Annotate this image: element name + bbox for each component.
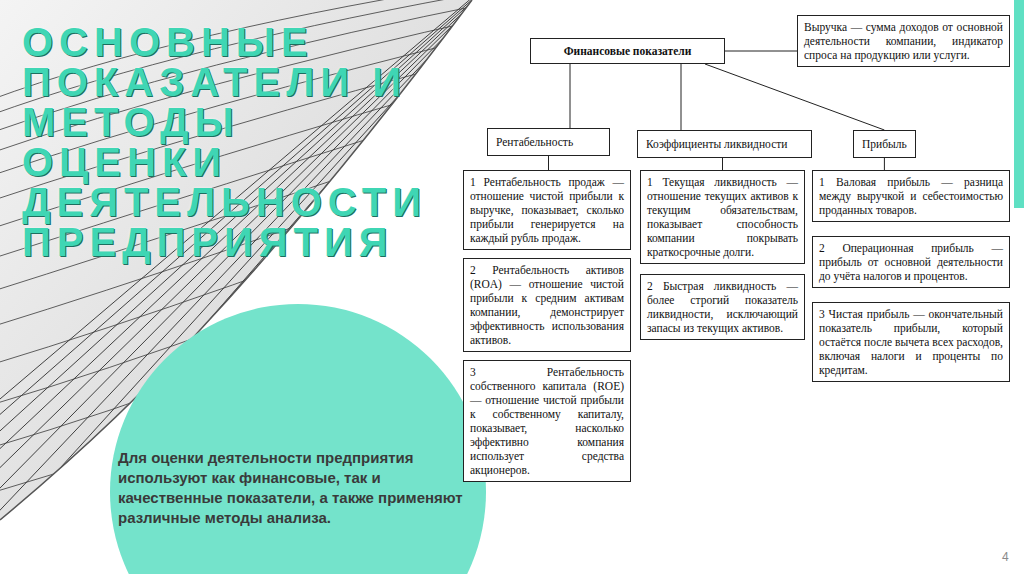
root-box: Финансовые показатели xyxy=(530,38,725,64)
connector-line xyxy=(570,64,571,128)
metric-box: 1 Рентабельность продаж — отношение чист… xyxy=(463,170,631,250)
box-text: 2 Быстрая ликвидность — более строгий по… xyxy=(647,279,798,335)
connector-line xyxy=(548,156,549,170)
metric-box: 3 Чистая прибыль — окончательный показат… xyxy=(812,302,1010,382)
connector-line xyxy=(884,158,885,170)
note-box: Выручка — сумма доходов от основной деят… xyxy=(797,15,1010,67)
box-text: Выручка — сумма доходов от основной деят… xyxy=(804,20,1003,62)
accent-bar xyxy=(1014,0,1024,208)
slide-caption: Для оценки деятельности предприятия испо… xyxy=(118,448,468,528)
box-text: 1 Валовая прибыль — разница между выручк… xyxy=(819,175,1003,217)
box-text: Финансовые показатели xyxy=(537,44,718,58)
connector-line xyxy=(705,64,884,130)
slide-title: ОСНОВНЫЕ ПОКАЗАТЕЛИ И МЕТОДЫ ОЦЕНКИ ДЕЯТ… xyxy=(22,22,442,262)
accent-circle xyxy=(110,304,486,574)
metric-box: 2 Операционная прибыль — прибыль от осно… xyxy=(812,236,1010,288)
page-number: 4 xyxy=(1002,550,1009,564)
category-box: Коэффициенты ликвидности xyxy=(637,130,812,158)
connector-line xyxy=(725,51,797,52)
box-text: 3 Рентабельность собственного капитала (… xyxy=(470,365,624,477)
metric-box: 2 Рентабельность активов (ROA) — отношен… xyxy=(463,258,631,352)
box-text: 2 Рентабельность активов (ROA) — отношен… xyxy=(470,263,624,347)
box-text: Прибыль xyxy=(862,137,907,151)
category-box: Прибыль xyxy=(853,130,916,158)
metric-box: 3 Рентабельность собственного капитала (… xyxy=(463,360,631,482)
box-text: 1 Рентабельность продаж — отношение чист… xyxy=(470,175,624,245)
box-text: 3 Чистая прибыль — окончательный показат… xyxy=(819,307,1003,377)
metric-box: 1 Текущая ликвидность — отношение текущи… xyxy=(640,170,805,264)
box-text: Коэффициенты ликвидности xyxy=(646,137,803,151)
category-box: Рентабельность xyxy=(487,128,610,156)
box-text: 1 Текущая ликвидность — отношение текущи… xyxy=(647,175,798,259)
box-text: 2 Операционная прибыль — прибыль от осно… xyxy=(819,241,1003,283)
metric-box: 2 Быстрая ликвидность — более строгий по… xyxy=(640,274,805,340)
connector-line xyxy=(722,158,723,170)
box-text: Рентабельность xyxy=(496,135,601,149)
metric-box: 1 Валовая прибыль — разница между выручк… xyxy=(812,170,1010,222)
connector-line xyxy=(681,64,682,130)
